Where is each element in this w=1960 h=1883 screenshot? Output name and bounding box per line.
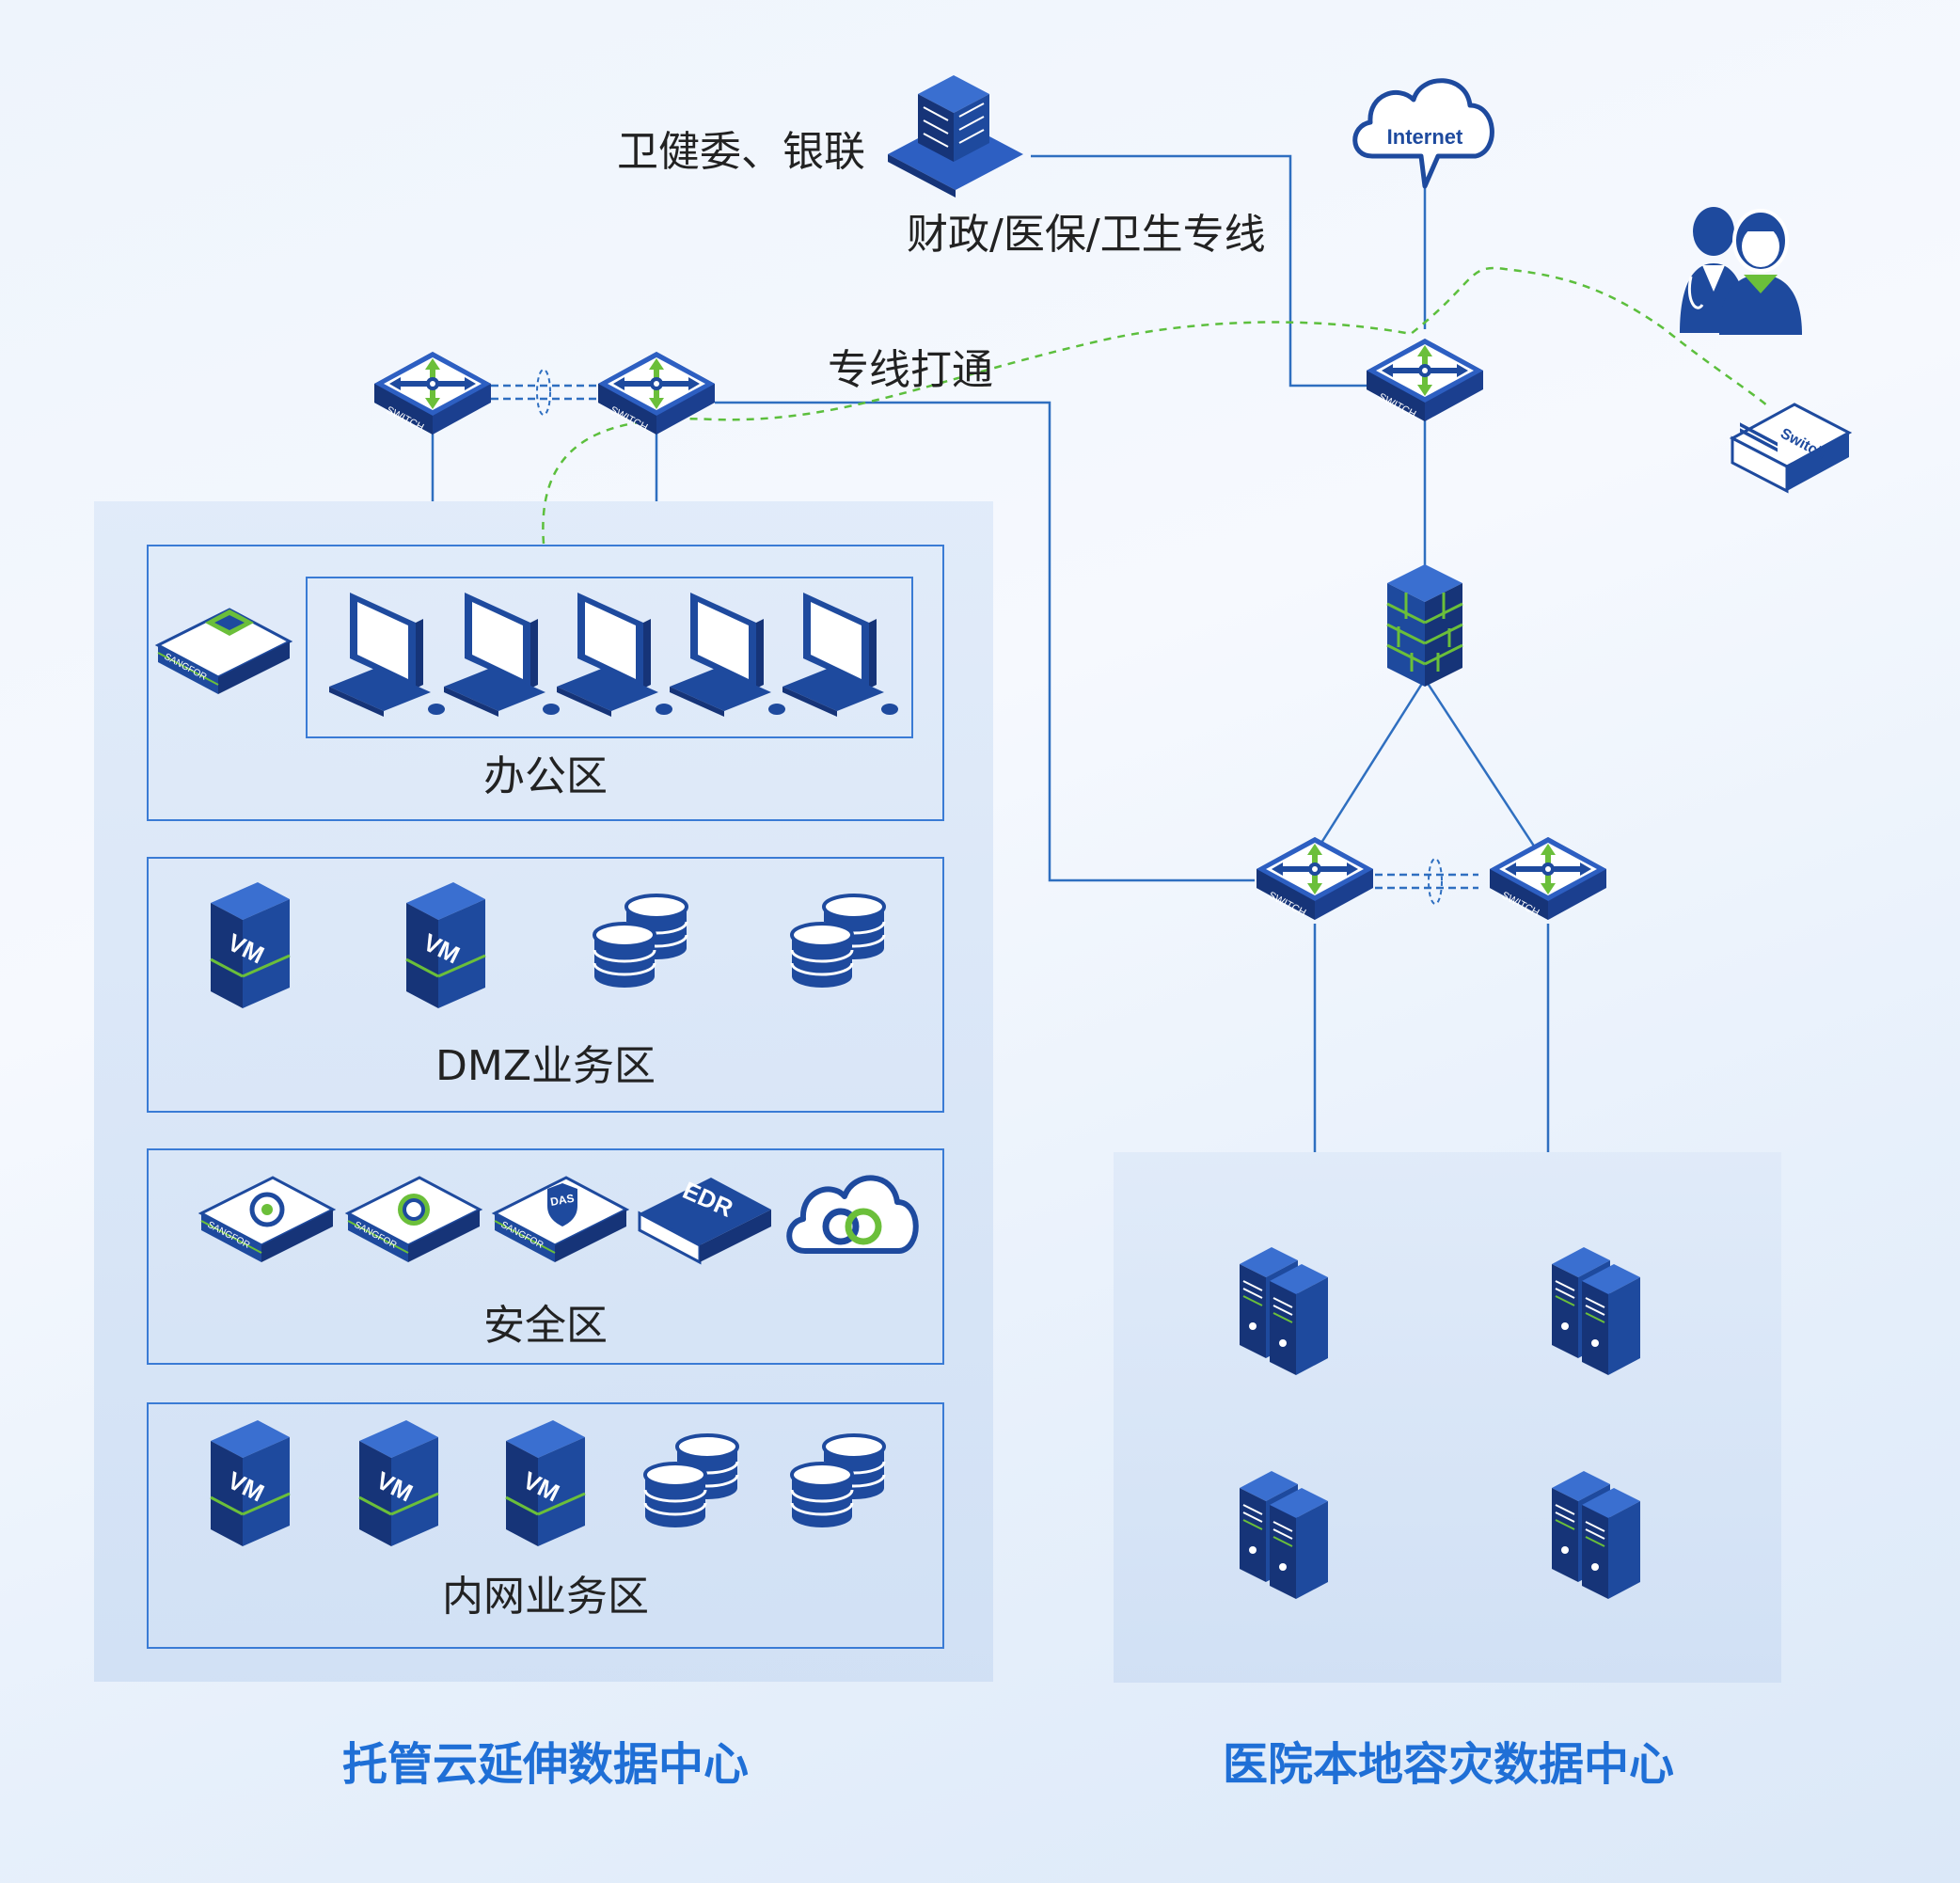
sangfor-appliance-icon xyxy=(156,608,292,696)
finance-line-label: 财政/医保/卫生专线 xyxy=(907,211,1266,259)
core-switch-icon xyxy=(374,352,491,435)
dmz-zone-box xyxy=(147,857,944,1113)
access-switch-icon: Switch xyxy=(1729,403,1853,494)
vm-server-icon xyxy=(504,1418,587,1548)
vm-server-icon xyxy=(209,1418,292,1548)
sangfor-appliance-icon xyxy=(199,1176,335,1264)
intranet-zone-label: 内网业务区 xyxy=(442,1573,649,1621)
cloud-security-icon xyxy=(786,1175,919,1254)
link-dedicated-line xyxy=(715,401,1255,882)
security-zone-label: 安全区 xyxy=(483,1302,608,1350)
building-icon xyxy=(888,75,1023,198)
vm-server-icon xyxy=(209,880,292,1010)
vpn-dashed-path xyxy=(542,266,1769,545)
internet-cloud-icon: Internet xyxy=(1352,78,1494,189)
local-dr-container xyxy=(1114,1152,1781,1683)
cloud-dc-title: 托管云延伸数据中心 xyxy=(341,1738,750,1791)
dedicated-line-label: 专线打通 xyxy=(828,346,993,394)
link-firewall-switchR xyxy=(1423,678,1539,851)
core-switch-icon xyxy=(598,352,715,435)
gov-bank-label: 卫健委、银联 xyxy=(617,128,865,176)
firewall-icon xyxy=(1386,564,1463,687)
vm-server-icon xyxy=(357,1418,440,1548)
doctor-user-icon xyxy=(1680,207,1802,335)
core-switch-icon xyxy=(1490,837,1606,920)
link-finance-line xyxy=(1031,154,1367,388)
sangfor-appliance-icon: DAS xyxy=(493,1176,628,1264)
security-zone-box xyxy=(147,1148,944,1365)
office-zone-box xyxy=(147,545,944,821)
office-zone-label: 办公区 xyxy=(483,752,608,800)
connection-lines xyxy=(431,154,1550,1152)
local-dr-title: 医院本地容灾数据中心 xyxy=(1222,1738,1675,1791)
core-switch-icon xyxy=(1257,837,1373,920)
link-firewall-switchL xyxy=(1315,678,1427,851)
stack-links xyxy=(491,384,1478,890)
internet-label: Internet xyxy=(1387,125,1463,149)
vm-server-icon xyxy=(404,880,487,1010)
pc-group-box xyxy=(306,577,913,738)
core-switch-icon xyxy=(1367,339,1483,421)
intranet-zone-box xyxy=(147,1402,944,1649)
dmz-zone-label: DMZ业务区 xyxy=(435,1042,656,1090)
sangfor-appliance-icon: EDR xyxy=(638,1176,771,1265)
das-label: DAS xyxy=(549,1192,575,1209)
sangfor-appliance-icon xyxy=(346,1176,482,1264)
